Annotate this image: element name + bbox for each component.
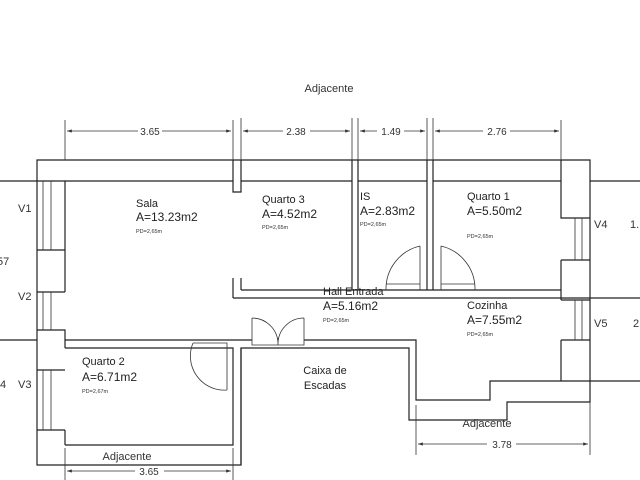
walls: [0, 159, 640, 466]
room-name: Quarto 2: [82, 356, 125, 368]
door-quarto2: [189, 342, 228, 391]
room-pd: PD=2,67m: [82, 389, 109, 395]
room-cozinha: Cozinha A=7.55m2 PD=2,65m: [467, 300, 522, 338]
room-name: Hall Entrada: [323, 286, 384, 298]
dim-top-1: 3.65: [140, 127, 160, 138]
dim-top-2: 2.38: [286, 127, 306, 138]
edge-label-right-1: 1.: [630, 219, 639, 231]
door-hall-entrance: [251, 317, 305, 346]
room-name: Quarto 3: [262, 194, 305, 206]
adjacent-bottom-left-label: Adjacente: [103, 451, 152, 463]
room-area: A=5.16m2: [323, 299, 378, 313]
room-hall-entrada: Hall Entrada A=5.16m2 PD=2,65m: [323, 286, 384, 324]
edge-label-left-1: 57: [0, 256, 9, 268]
room-area: A=7.55m2: [467, 313, 522, 327]
room-pd: PD=2,65m: [323, 318, 350, 324]
window-label-v1: V1: [18, 203, 31, 215]
room-area: A=6.71m2: [82, 370, 137, 384]
dim-bottom-right: 3.78: [492, 440, 512, 451]
door-quarto1: [440, 245, 476, 291]
window-label-v2: V2: [18, 291, 31, 303]
room-name: Sala: [136, 198, 159, 210]
dimension-lines: 3.65 2.38 1.49 2.76 3.65 3.78: [64, 118, 591, 480]
room-area: A=4.52m2: [262, 207, 317, 221]
edge-label-right-2: 2: [633, 318, 639, 330]
room-pd: PD=2,65m: [360, 222, 387, 228]
doors: [189, 245, 476, 391]
room-name-line1: Caixa de: [303, 365, 346, 377]
dim-bottom-left: 3.65: [139, 467, 159, 478]
window-label-v3: V3: [18, 379, 31, 391]
room-name-line2: Escadas: [304, 380, 347, 392]
room-area: A=13.23m2: [136, 210, 198, 224]
edge-label-left-2: 4: [0, 379, 6, 391]
dim-top-4: 2.76: [487, 127, 507, 138]
room-quarto-2: Quarto 2 A=6.71m2 PD=2,67m: [82, 356, 137, 395]
window-label-v5: V5: [594, 318, 607, 330]
window-label-v4: V4: [594, 219, 607, 231]
room-name: IS: [360, 191, 370, 203]
room-sala: Sala A=13.23m2 PD=2,65m: [136, 198, 198, 235]
room-area: A=5.50m2: [467, 204, 522, 218]
room-pd: PD=2,65m: [467, 332, 494, 338]
room-quarto-1: Quarto 1 A=5.50m2 PD=2,65m: [467, 191, 522, 240]
room-is: IS A=2.83m2 PD=2,65m: [360, 191, 415, 228]
room-caixa-de-escadas: Caixa de Escadas: [303, 365, 346, 392]
room-pd: PD=2,65m: [467, 234, 494, 240]
adjacent-bottom-right-label: Adjacente: [463, 418, 512, 430]
room-pd: PD=2,65m: [262, 225, 289, 231]
room-area: A=2.83m2: [360, 204, 415, 218]
room-quarto-3: Quarto 3 A=4.52m2 PD=2,65m: [262, 194, 317, 231]
room-name: Cozinha: [467, 300, 508, 312]
room-pd: PD=2,65m: [136, 229, 163, 235]
door-is: [385, 245, 421, 291]
adjacent-top-label: Adjacente: [305, 83, 354, 95]
room-name: Quarto 1: [467, 191, 510, 203]
dim-top-3: 1.49: [381, 127, 401, 138]
